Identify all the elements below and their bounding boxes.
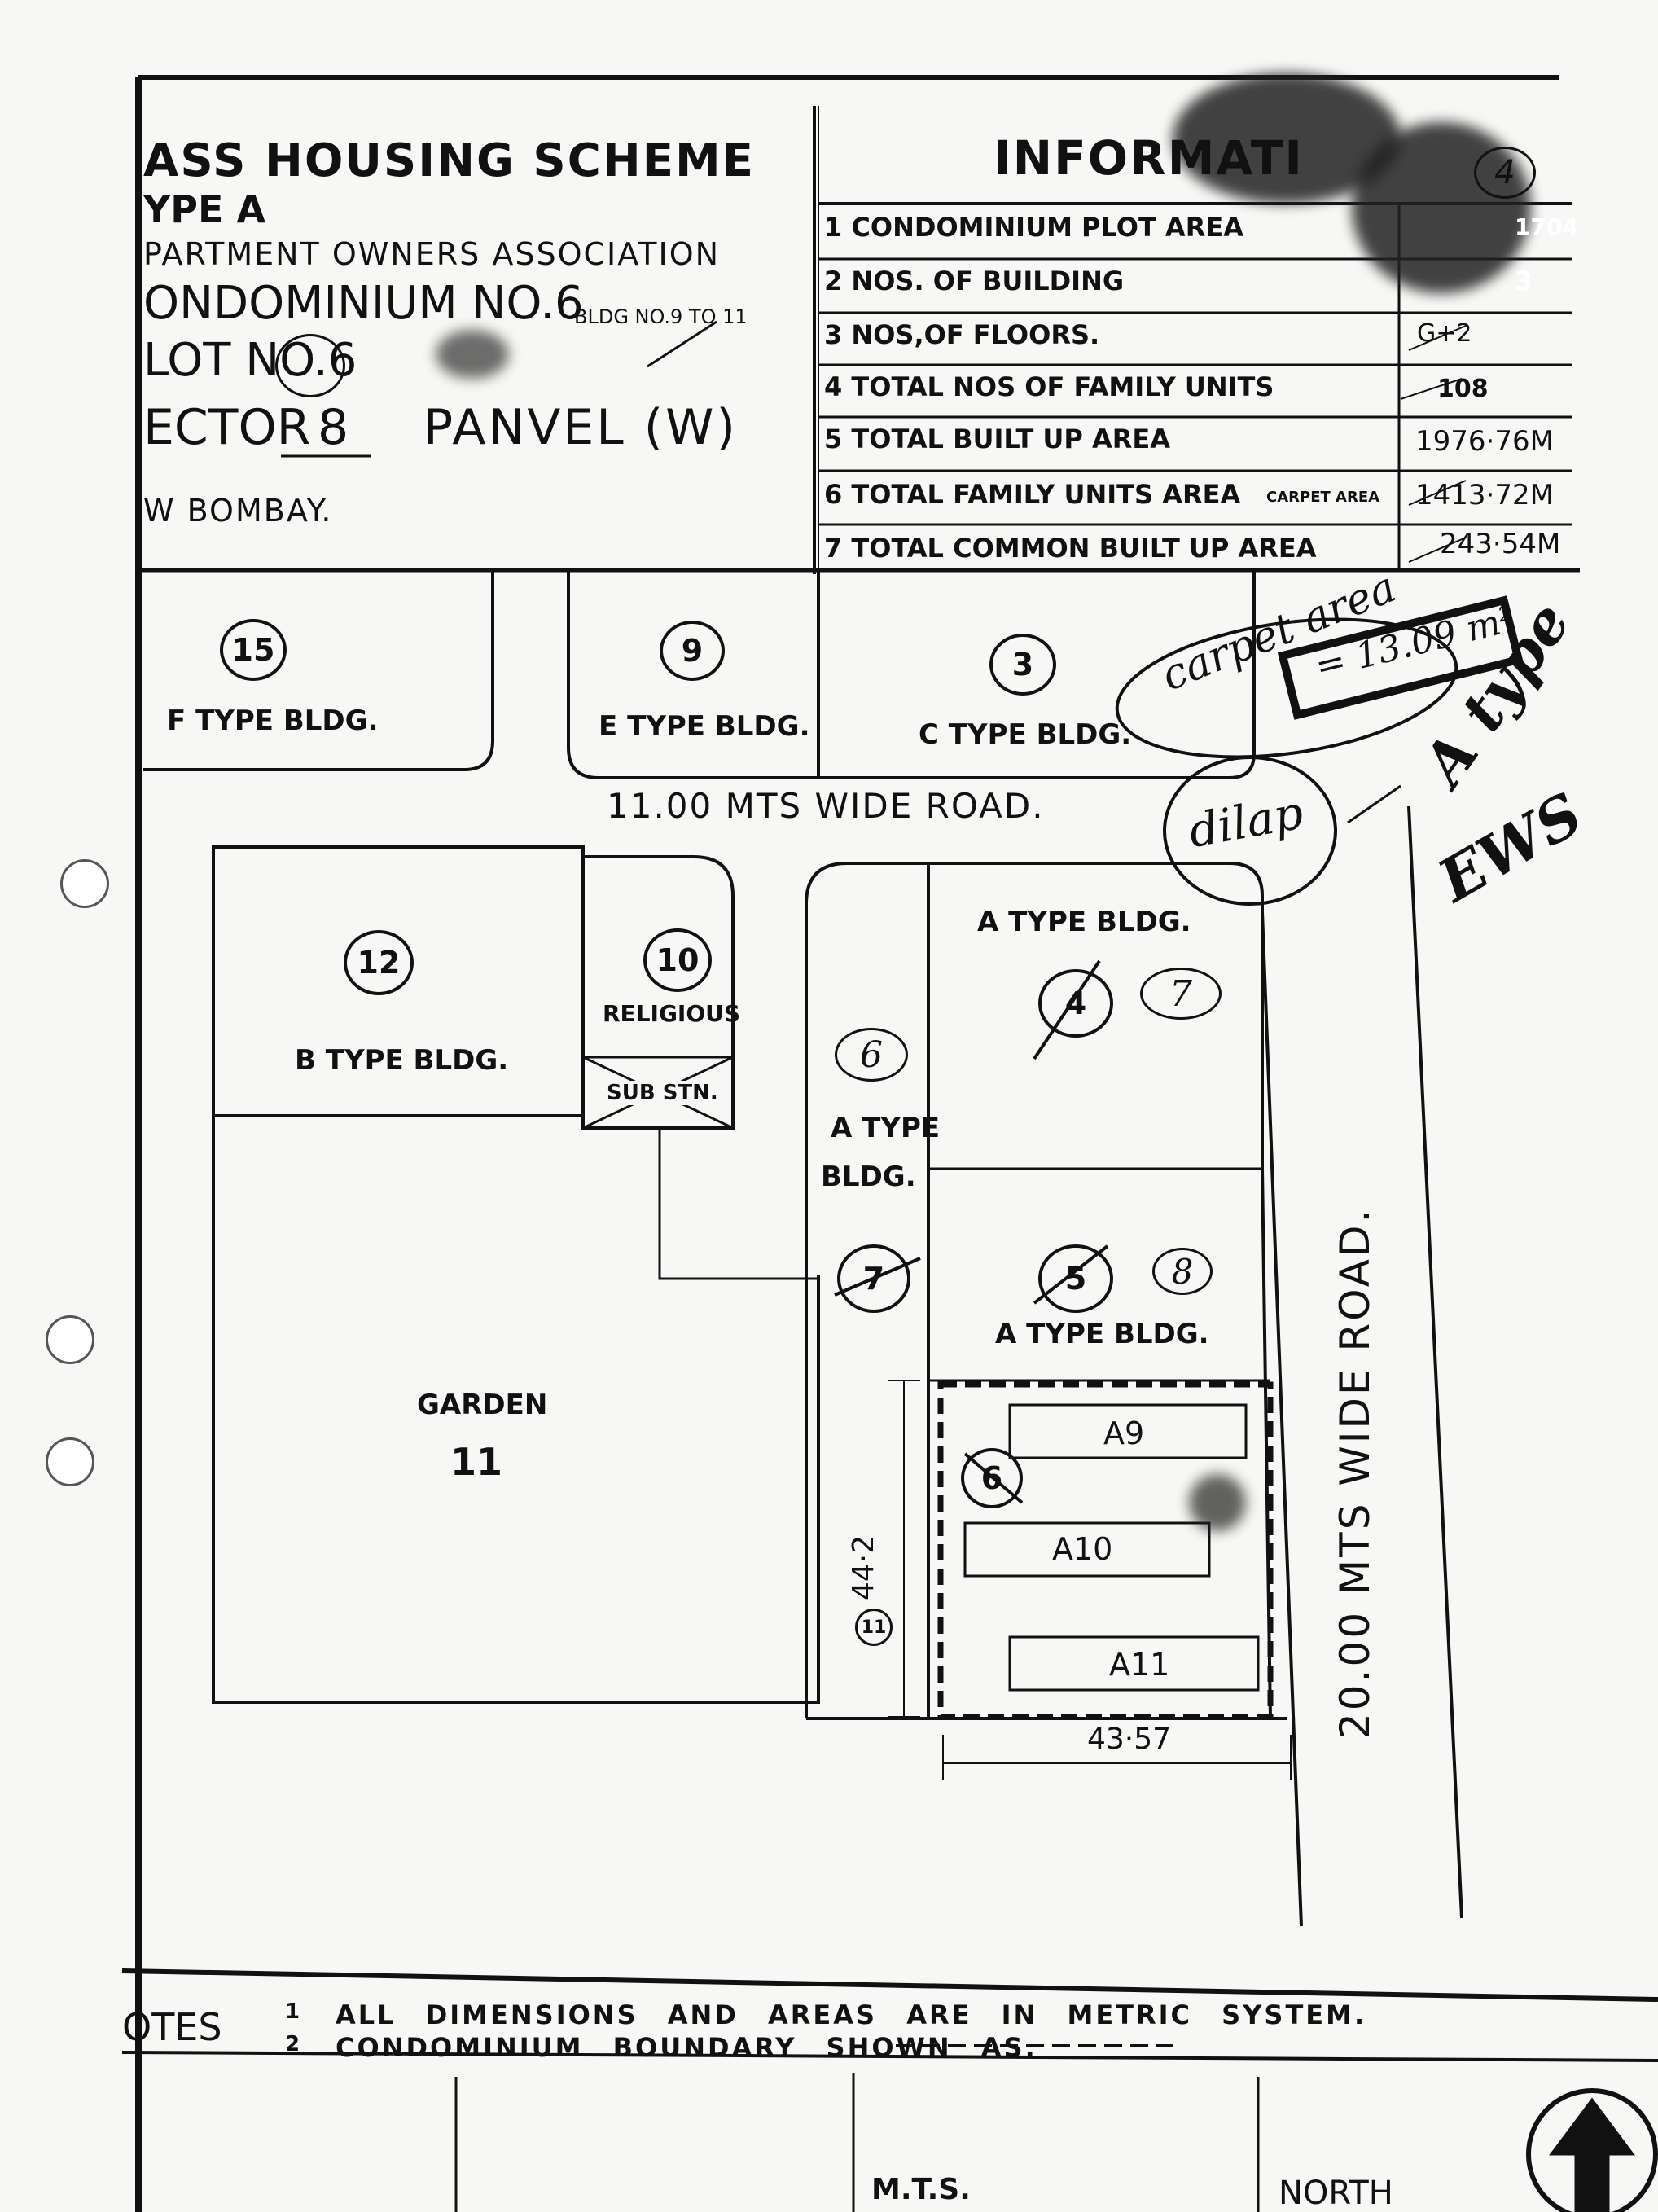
- note-1-text: ALL DIMENSIONS AND AREAS ARE IN METRIC S…: [336, 1999, 1367, 2030]
- condominium-number: ONDOMINIUM NO.6: [143, 277, 584, 330]
- scale-label: M.T.S.: [871, 2173, 971, 2206]
- info-row-4-value: 108: [1437, 375, 1489, 403]
- plot-a-mid-new-number: 8: [1152, 1248, 1213, 1295]
- north-label: NORTH: [1279, 2175, 1393, 2212]
- plot-3-label: C TYPE BLDG.: [919, 718, 1132, 751]
- info-row-5-value: 1976·76M: [1415, 425, 1554, 458]
- info-heading: INFORMATI: [993, 130, 1304, 186]
- plot-a-top-label: A TYPE BLDG.: [977, 906, 1191, 938]
- info-row-6-carpet-note: CARPET AREA: [1266, 489, 1380, 506]
- info-row-3-label: 3 NOS,OF FLOORS.: [824, 319, 1100, 350]
- notes-heading: OTES: [122, 2005, 222, 2049]
- building-a11-label: A11: [1109, 1647, 1170, 1683]
- scheme-title: ASS HOUSING SCHEME: [143, 134, 755, 187]
- condo-depth-dimension: 44·2: [847, 1534, 880, 1600]
- condo-old-plot-mark: 11: [855, 1609, 893, 1646]
- plot-12-number: 12: [344, 930, 414, 995]
- plot-9-number: 9: [660, 621, 725, 681]
- scheme-type: YPE A: [143, 187, 266, 231]
- stamp-mark: [436, 330, 509, 379]
- punch-hole: [60, 859, 109, 908]
- punch-hole: [46, 1315, 94, 1364]
- garden-number: 11: [450, 1440, 503, 1484]
- plot-10-label: RELIGIOUS: [603, 1000, 741, 1027]
- punch-hole: [46, 1437, 94, 1486]
- plot-a-left-label-2: BLDG.: [821, 1161, 916, 1193]
- condo-width-dimension: 43·57: [1087, 1723, 1172, 1756]
- plot-a-top-old-number: 4: [1038, 969, 1113, 1038]
- page-number-mark: 4: [1474, 147, 1536, 199]
- info-row-2-value: 3: [1515, 266, 1533, 296]
- plot-12-label: B TYPE BLDG.: [295, 1044, 509, 1077]
- garden-label: GARDEN: [417, 1389, 548, 1421]
- info-row-3-value: G+2: [1417, 319, 1472, 348]
- note-1-number: 1: [285, 1999, 300, 2024]
- info-row-6-label: 6 TOTAL FAMILY UNITS AREA: [824, 479, 1241, 510]
- association-name: PARTMENT OWNERS ASSOCIATION: [143, 236, 721, 272]
- condo-plot-number: 6: [961, 1448, 1023, 1508]
- note-2-number: 2: [285, 2032, 300, 2056]
- building-a9-label: A9: [1103, 1415, 1145, 1451]
- substation-label: SUB STN.: [607, 1081, 718, 1105]
- sector-location: PANVEL (W): [423, 399, 738, 456]
- city-name: W BOMBAY.: [143, 493, 333, 529]
- plot-9-label: E TYPE BLDG.: [599, 710, 810, 743]
- sector-number: 8: [318, 399, 349, 456]
- sector-label: ECTOR: [143, 399, 311, 456]
- building-range: BLDG NO.9 TO 11: [574, 305, 748, 328]
- info-row-6-value: 1413·72M: [1415, 479, 1554, 511]
- info-row-2-label: 2 NOS. OF BUILDING: [824, 266, 1125, 296]
- stamp-mark: [1189, 1474, 1246, 1531]
- plot-15-number: 15: [220, 619, 287, 681]
- plot-10-number: 10: [643, 928, 712, 992]
- plot-a-left-old-number: 7: [837, 1244, 910, 1313]
- plot-a-top-new-number: 7: [1140, 968, 1222, 1020]
- info-row-5-label: 5 TOTAL BUILT UP AREA: [824, 424, 1171, 454]
- info-row-1-label: 1 CONDOMINIUM PLOT AREA: [824, 212, 1244, 243]
- info-row-1-value: 1704: [1515, 213, 1578, 240]
- info-row-7-value: 243·54M: [1440, 528, 1561, 560]
- info-row-7-label: 7 TOTAL COMMON BUILT UP AREA: [824, 533, 1317, 564]
- road-20m-label: 20.00 MTS WIDE ROAD.: [1331, 1207, 1379, 1739]
- plot-number-circle: [275, 334, 345, 397]
- plot-a-mid-label: A TYPE BLDG.: [995, 1318, 1209, 1350]
- plot-a-mid-old-number: 5: [1038, 1244, 1113, 1313]
- note-2-text: CONDOMINIUM BOUNDARY SHOWN AS.: [336, 2032, 1037, 2063]
- road-11m-label: 11.00 MTS WIDE ROAD.: [607, 786, 1045, 826]
- plot-3-number: 3: [989, 634, 1056, 696]
- building-a10-label: A10: [1052, 1531, 1113, 1567]
- plot-a-left-new-number: 6: [835, 1028, 908, 1082]
- plot-15-label: F TYPE BLDG.: [167, 704, 379, 737]
- info-row-4-label: 4 TOTAL NOS OF FAMILY UNITS: [824, 371, 1274, 402]
- plot-a-left-label-1: A TYPE: [831, 1112, 941, 1144]
